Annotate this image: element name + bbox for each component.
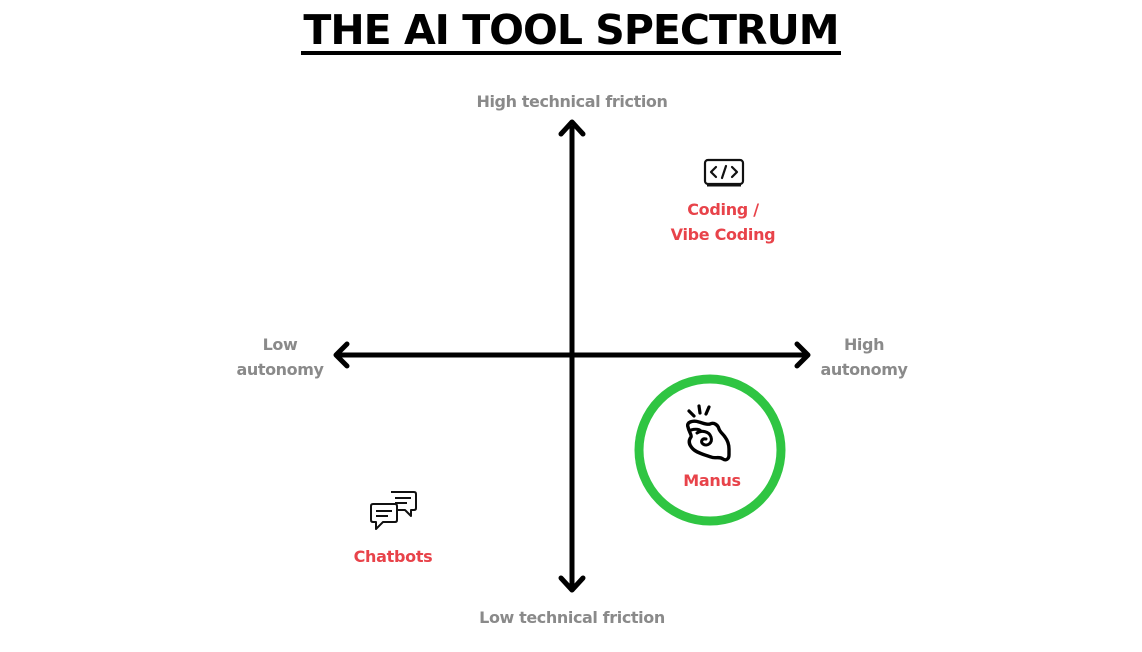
right-axis-label: High autonomy xyxy=(804,332,924,382)
code-brackets-icon xyxy=(703,158,745,188)
title-text: THE AI TOOL SPECTRUM xyxy=(301,6,841,55)
arrow-left-icon xyxy=(333,341,350,369)
arrow-up-icon xyxy=(558,119,586,137)
chat-bubbles-icon xyxy=(369,488,419,534)
coding-label-line1: Coding / xyxy=(687,200,759,219)
manus-highlight-ring xyxy=(634,374,786,526)
manus-label: Manus xyxy=(683,471,741,490)
arrow-down-icon xyxy=(558,575,586,593)
coding-label: Coding / Vibe Coding xyxy=(643,197,803,247)
left-axis-label-line1: Low xyxy=(262,335,298,354)
top-axis-label: High technical friction xyxy=(476,92,668,111)
left-axis-label-line2: autonomy xyxy=(236,360,324,379)
page-title: THE AI TOOL SPECTRUM xyxy=(0,4,1142,56)
right-axis-label-line1: High xyxy=(843,335,885,354)
left-axis-label: Low autonomy xyxy=(220,332,340,382)
arrow-right-icon xyxy=(794,341,811,369)
coding-label-line2: Vibe Coding xyxy=(670,225,776,244)
bottom-axis-label: Low technical friction xyxy=(479,608,665,627)
right-axis-label-line2: autonomy xyxy=(820,360,908,379)
manus-hand-logo-icon xyxy=(683,403,735,465)
chatbots-label: Chatbots xyxy=(353,547,433,566)
